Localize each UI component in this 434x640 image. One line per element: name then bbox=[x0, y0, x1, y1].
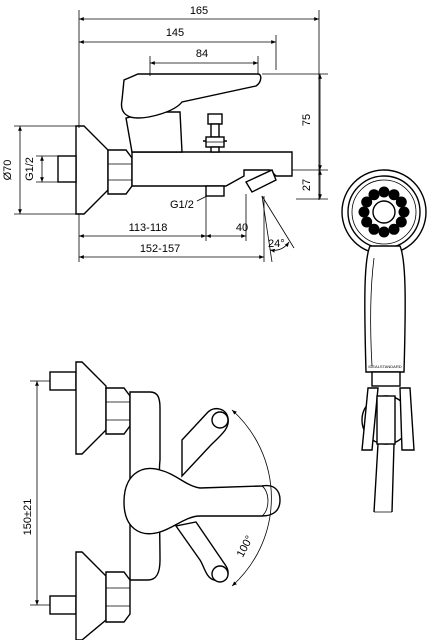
dim-centres: 150±21 bbox=[22, 499, 34, 536]
dim-wall-diameter: Ø70 bbox=[2, 160, 14, 181]
dim-outlet-height: 27 bbox=[301, 179, 313, 191]
dim-outlet-spacing: 40 bbox=[236, 222, 248, 234]
wall-flange bbox=[75, 125, 109, 215]
dim-outlet-angle: 24° bbox=[268, 238, 285, 250]
label-hose-thread: G1/2 bbox=[170, 199, 194, 211]
nozzle bbox=[378, 226, 390, 238]
diverter-knob bbox=[203, 113, 227, 153]
lever-position-up bbox=[181, 407, 229, 478]
nozzle bbox=[395, 196, 407, 208]
spout-outlet bbox=[244, 169, 277, 193]
wall-bracket bbox=[361, 387, 415, 451]
lever-handle bbox=[120, 73, 262, 119]
bottom-inlet-assembly bbox=[49, 551, 131, 640]
top-inlet-assembly bbox=[49, 361, 131, 455]
nozzle bbox=[358, 206, 370, 218]
lever-position-down bbox=[174, 521, 229, 583]
dim-inlet-thread: G1/2 bbox=[24, 157, 36, 181]
mixer-body bbox=[131, 151, 293, 187]
nozzle bbox=[388, 223, 400, 235]
nozzle bbox=[368, 189, 380, 201]
shower-brand-mark: IDEALSTANDARD bbox=[368, 364, 401, 369]
dim-overall-length: 165 bbox=[190, 5, 208, 17]
nozzle bbox=[395, 216, 407, 228]
shower-hose bbox=[373, 443, 395, 513]
inlet-stub bbox=[57, 155, 77, 183]
nozzle bbox=[361, 196, 373, 208]
front-view: 100° 150±21 bbox=[22, 361, 281, 640]
hose-outlet bbox=[205, 185, 225, 197]
nozzle bbox=[368, 223, 380, 235]
dim-lever-rotation: 100° bbox=[235, 534, 256, 560]
shower-handle bbox=[364, 245, 406, 373]
dim-lever-height: 75 bbox=[301, 114, 313, 126]
dim-lever-length: 84 bbox=[196, 48, 208, 60]
dim-total-projection: 152-157 bbox=[140, 243, 180, 255]
nozzle bbox=[388, 189, 400, 201]
dim-wall-to-outlet: 113-118 bbox=[129, 222, 168, 234]
shower-nozzles bbox=[358, 186, 410, 238]
hand-shower: IDEALSTANDARD bbox=[341, 169, 427, 513]
hex-nut bbox=[107, 149, 133, 195]
side-view: 165 145 84 75 27 Ø70 G1/2 G1/2 bbox=[2, 5, 328, 263]
rotation-arc bbox=[231, 409, 272, 587]
dim-spout-length: 145 bbox=[166, 27, 184, 39]
front-lever bbox=[123, 467, 281, 535]
nozzle bbox=[361, 216, 373, 228]
nozzle bbox=[398, 206, 410, 218]
nozzle bbox=[378, 186, 390, 198]
